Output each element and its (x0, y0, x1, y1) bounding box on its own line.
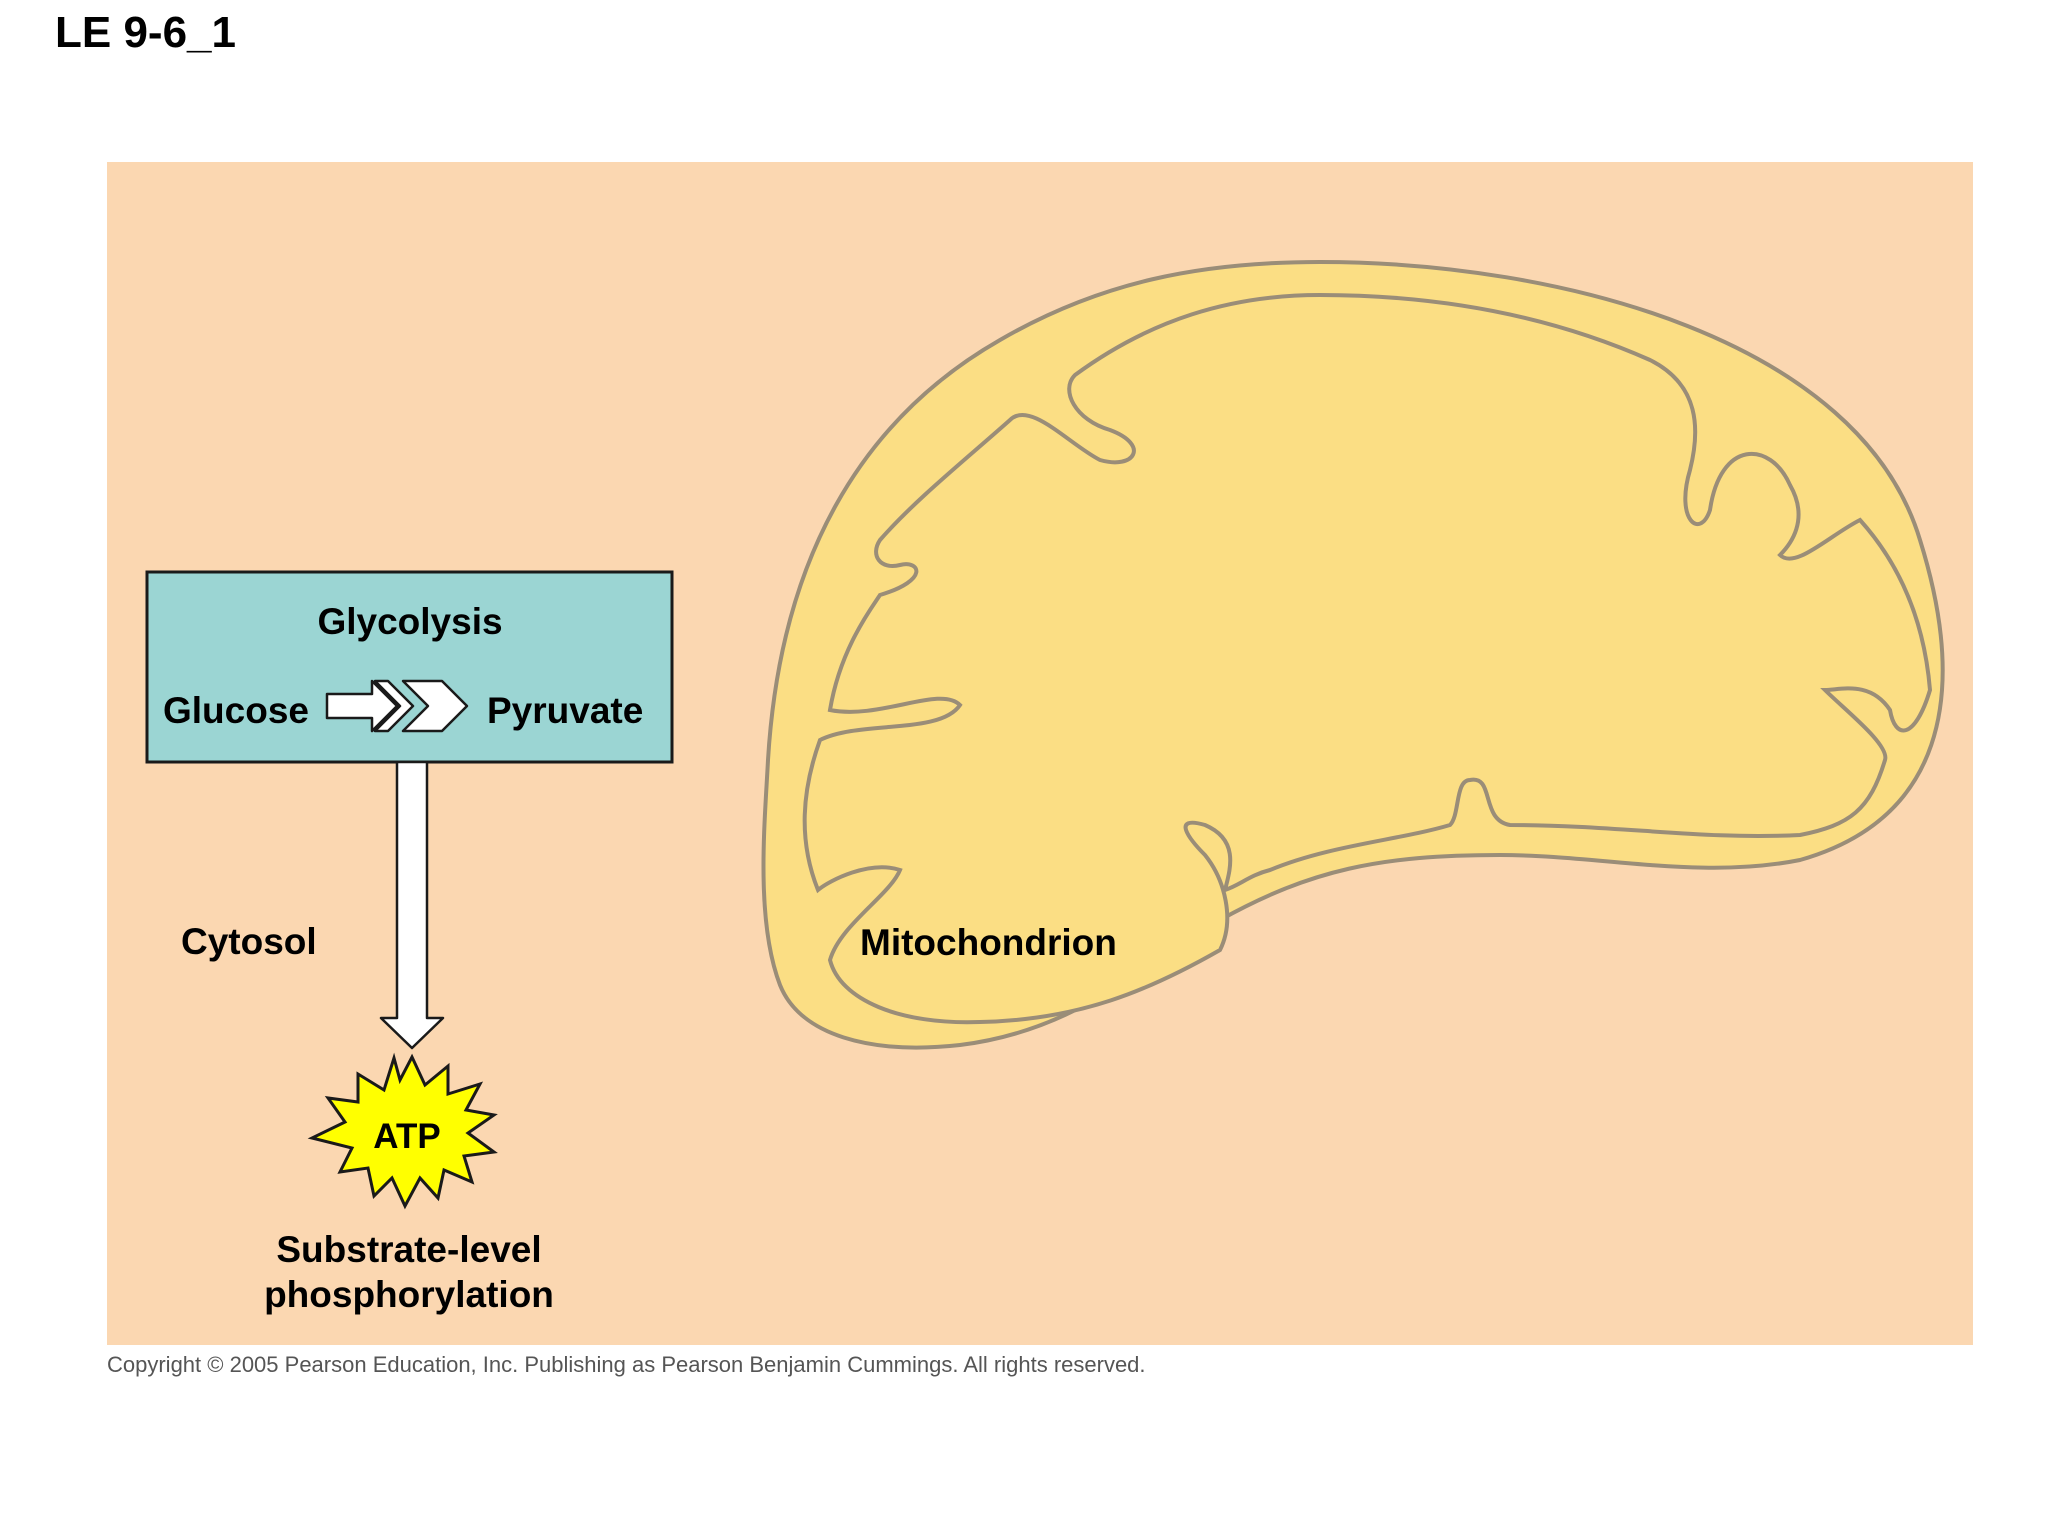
pyruvate-label: Pyruvate (487, 690, 643, 731)
glucose-label: Glucose (163, 690, 309, 731)
phosphorylation-label: phosphorylation (264, 1274, 554, 1315)
atp-burst-icon (307, 1052, 498, 1210)
mitochondrion-label: Mitochondrion (860, 922, 1117, 963)
slide-title: LE 9-6_1 (55, 8, 236, 57)
mitochondrion-inner-membrane (802, 292, 1933, 1025)
atp-label: ATP (373, 1117, 440, 1156)
atp-arrow (379, 760, 445, 1050)
glycolysis-title: Glycolysis (317, 601, 502, 642)
substrate-level-label: Substrate-level (276, 1229, 541, 1270)
cytosol-label: Cytosol (181, 921, 317, 962)
glycolysis-chevron-arrow (325, 679, 469, 733)
copyright-notice: Copyright © 2005 Pearson Education, Inc.… (107, 1352, 1146, 1377)
